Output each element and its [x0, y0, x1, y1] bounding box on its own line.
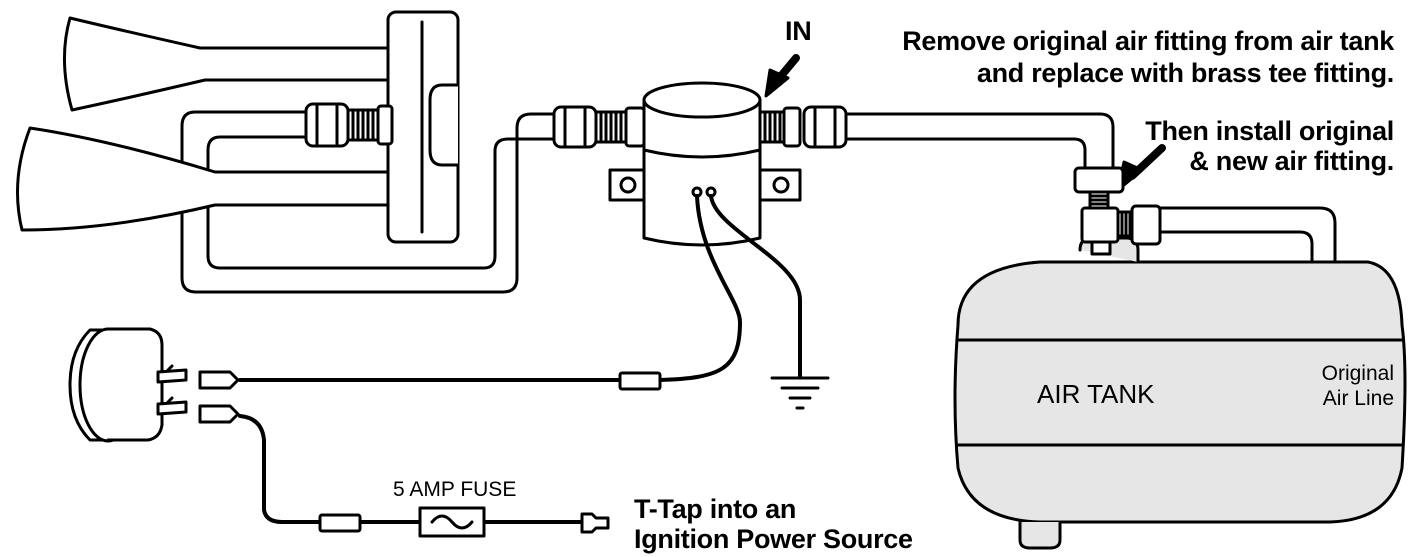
toggle-switch-icon — [68, 327, 240, 443]
tee-pointer-arrow-icon — [1116, 144, 1166, 192]
brass-tee-fitting-icon — [1073, 166, 1162, 256]
inlet-label: IN — [785, 16, 812, 46]
fuse-icon — [418, 506, 486, 538]
tank-air-hose — [846, 112, 1115, 172]
original-air-line-label-line2: Air Line — [1322, 387, 1394, 410]
wire-connectors — [318, 371, 662, 534]
solenoid-valve-icon — [552, 81, 848, 247]
horn-air-hose — [180, 110, 560, 294]
instruction-remove-fitting-line1: Remove original air fitting from air tan… — [902, 26, 1394, 56]
original-air-line-label-line1: Original — [1321, 362, 1394, 385]
inlet-arrow-icon — [764, 54, 800, 98]
air-horn-icon — [16, 10, 460, 244]
wiring — [238, 194, 802, 524]
instruction-remove-fitting-line2: and replace with brass tee fitting. — [976, 58, 1394, 88]
instruction-install-fitting-line2: & new air fitting. — [1189, 146, 1394, 176]
air-tank-label: AIR TANK — [1037, 379, 1155, 409]
fuse-label: 5 AMP FUSE — [393, 478, 517, 501]
original-air-line — [1158, 206, 1337, 358]
power-source-label-line1: T-Tap into an — [634, 494, 797, 524]
power-source-label-line2: Ignition Power Source — [634, 524, 913, 554]
ground-symbol-icon — [770, 374, 830, 410]
instruction-install-fitting-line1: Then install original — [1145, 116, 1394, 146]
